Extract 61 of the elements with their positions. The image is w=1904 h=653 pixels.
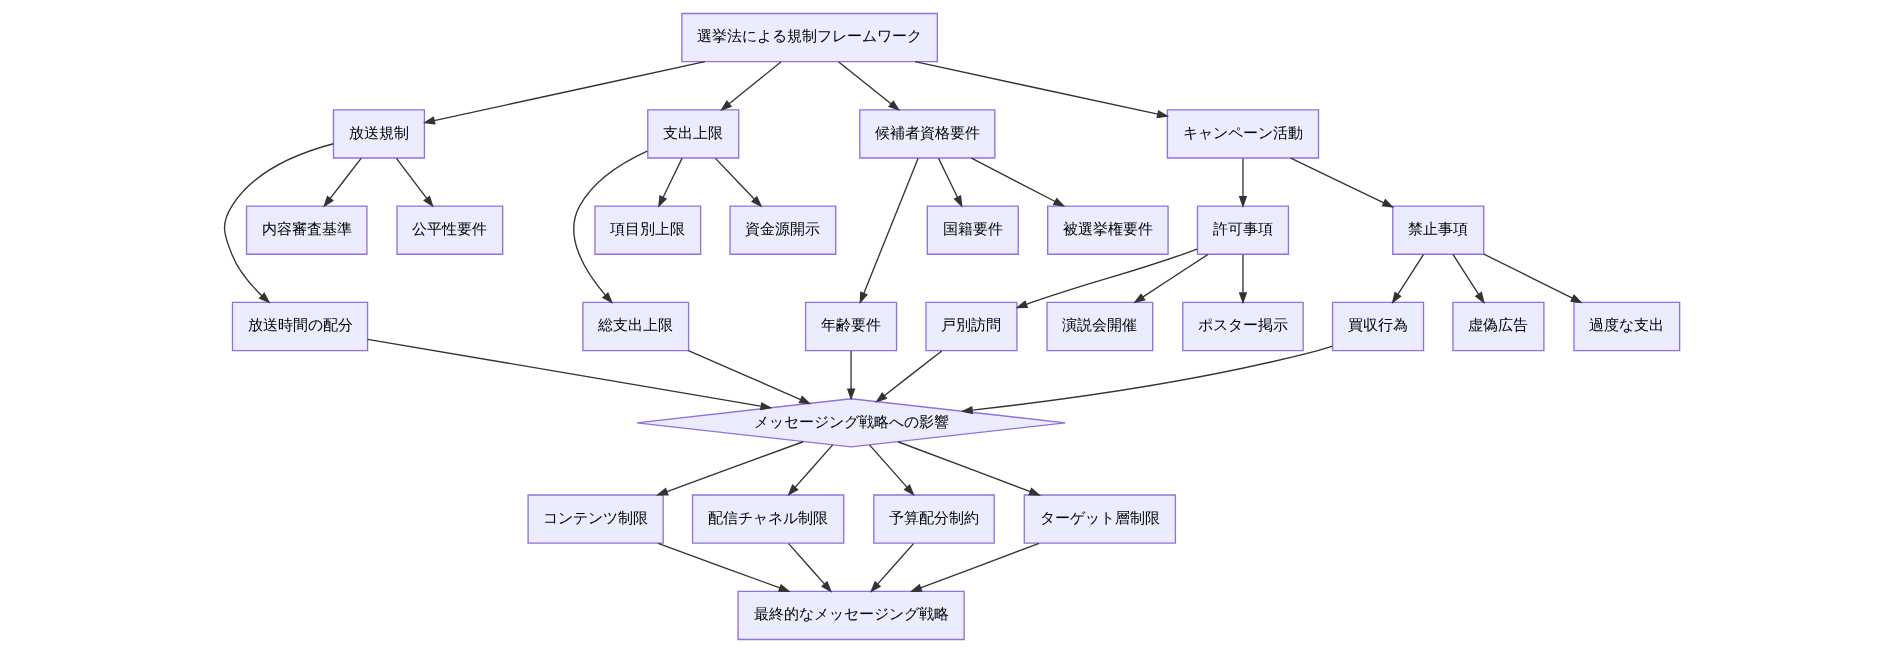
node-box: キャンペーン活動 [1166,109,1320,159]
arrow [970,157,1066,207]
arrow [223,143,335,304]
arrow [868,444,915,496]
node-box: 放送規制 [332,109,426,159]
node-box: 予算配分制約 [873,494,995,544]
arrow [897,441,1042,496]
node-box: 許可事項 [1196,205,1290,255]
node-box: 国籍要件 [926,205,1019,255]
arrow [875,350,943,403]
node-box: ターゲット層制限 [1023,494,1177,544]
arrow [1238,157,1248,208]
node-box: 過度な支出 [1573,301,1681,352]
arrow [788,542,833,593]
node-box: 公平性要件 [396,205,504,255]
node-box: 演説会開催 [1046,301,1154,352]
arrow [656,441,804,496]
node-box: コンテンツ制限 [527,494,664,544]
arrow [422,61,706,125]
arrow [846,350,856,401]
node-box: 内容審査基準 [245,205,368,255]
arrow [1290,157,1395,208]
node-box: 放送時間の配分 [231,301,369,352]
node-box: 資金源開示 [729,205,837,255]
node-box: 支出上限 [647,109,740,159]
arrow [720,61,782,111]
node-box: 買収行為 [1331,301,1425,352]
arrow [714,157,763,208]
node-box: 禁止事項 [1392,205,1485,255]
node-box: 最終的なメッセージング戦略 [737,590,965,641]
arrow [323,157,362,208]
node-box: 被選挙権要件 [1047,205,1169,255]
arrow [395,157,434,208]
arrow [909,542,1040,592]
node-box: 総支出上限 [582,301,690,352]
arrow [366,338,773,411]
node-box: 年齢要件 [804,301,898,352]
arrow [658,157,683,208]
arrow [870,542,915,593]
arrow [914,61,1170,119]
arrow [838,61,901,111]
arrow [960,345,1334,415]
node-box: 配信チャネル制限 [691,494,845,544]
node-box: ポスター掲示 [1182,301,1304,352]
node-box: 虚偽広告 [1452,301,1545,352]
arrow [1483,253,1583,304]
arrow [1133,253,1209,304]
node-box: 項目別上限 [594,205,702,255]
arrow [1391,254,1425,304]
arrow [573,150,648,304]
arrow [787,444,834,496]
node-box: 選挙法による規制フレームワーク [681,12,938,63]
node-box: 候補者資格要件 [859,109,996,159]
arrow [1015,248,1198,309]
node-box: 戸別訪問 [925,301,1018,352]
arrow [859,157,919,305]
arrow [937,157,963,208]
arrow [1452,254,1485,304]
arrow [1238,254,1248,305]
arrow [687,350,812,405]
arrow [657,542,791,592]
